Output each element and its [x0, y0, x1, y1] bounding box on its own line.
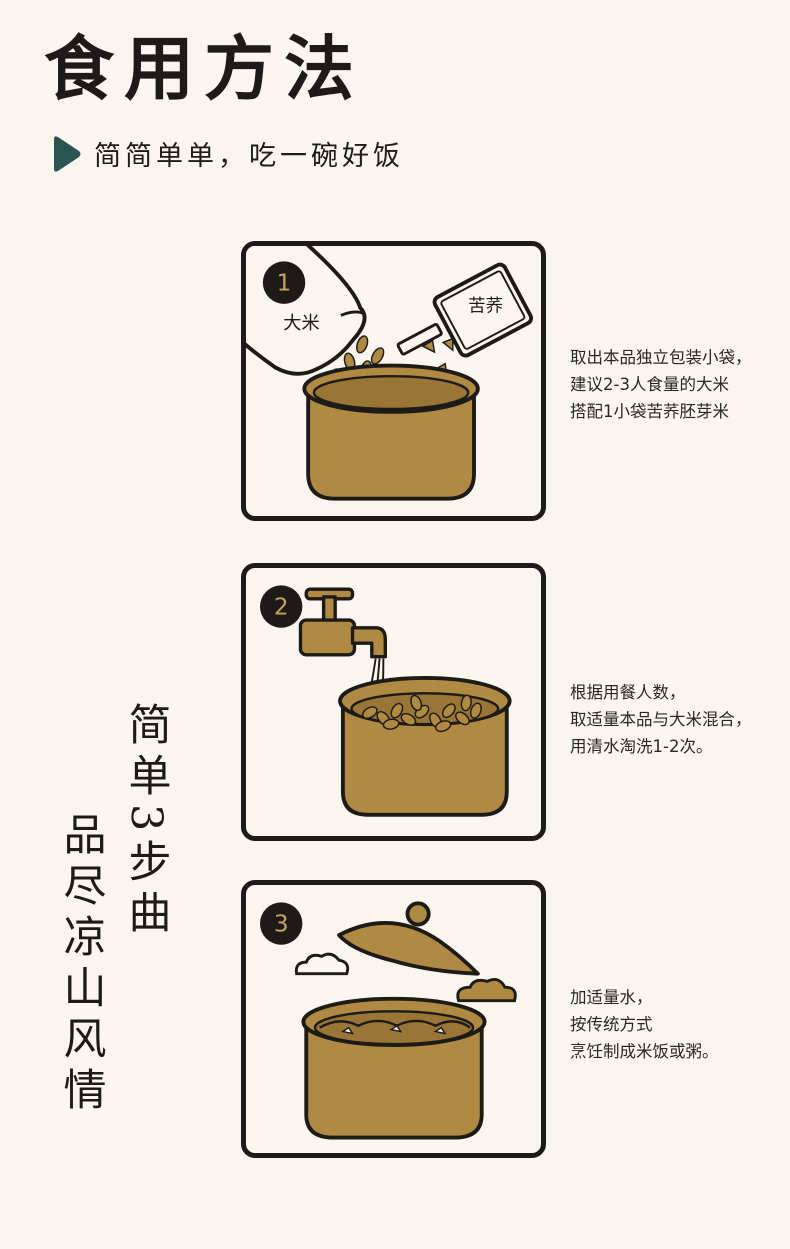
faucet-icon [298, 587, 387, 659]
step-number-3: 3 [274, 911, 289, 937]
steam-cloud-icon [294, 952, 350, 976]
step-1-description: 取出本品独立包装小袋， 建议2-3人食量的大米 搭配1小袋苦荞胚芽米 [570, 344, 785, 425]
step-1-line-3: 搭配1小袋苦荞胚芽米 [570, 402, 729, 421]
step-2-line-3: 用清水淘洗1-2次。 [570, 737, 713, 756]
pot-icon [302, 363, 480, 501]
buckwheat-box-icon [396, 262, 533, 358]
bag-label: 大米 [283, 313, 320, 334]
pot-icon [338, 675, 512, 817]
step-number-1: 1 [277, 270, 292, 296]
step-3-line-1: 加适量水， [570, 988, 653, 1007]
step-2-card: 2 [241, 563, 546, 841]
step-2-line-2: 取适量本品与大米混合， [570, 710, 752, 729]
step-2-line-1: 根据用餐人数， [570, 683, 686, 702]
steam-cloud-icon [456, 978, 517, 1003]
pot-lid-icon [337, 901, 480, 976]
step-3-card: 3 [241, 880, 546, 1158]
grains-in-pot [362, 694, 482, 733]
step-1-line-2: 建议2-3人食量的大米 [570, 375, 729, 394]
step-1-card: 大米 1 苦荞 [241, 241, 546, 521]
subtitle-row: 简简单单，吃一碗好饭 [52, 134, 404, 173]
vertical-slogan-1: 简单3步曲 [121, 702, 171, 942]
step-3-illustration: 3 [259, 901, 517, 1140]
step-number-2: 2 [274, 594, 289, 620]
step-3-line-3: 烹饪制成米饭或粥。 [570, 1042, 719, 1061]
step-3-line-2: 按传统方式 [570, 1015, 653, 1034]
vertical-slogan-2: 品尽凉山风情 [56, 812, 106, 1118]
subtitle: 简简单单，吃一碗好饭 [94, 141, 404, 172]
step-3-description: 加适量水， 按传统方式 烹饪制成米饭或粥。 [570, 984, 785, 1065]
play-triangle-icon [54, 135, 81, 172]
page-title: 食用方法 [44, 27, 364, 110]
step-2-description: 根据用餐人数， 取适量本品与大米混合， 用清水淘洗1-2次。 [570, 679, 785, 760]
step-1-illustration: 大米 1 苦荞 [246, 246, 533, 501]
box-label: 苦荞 [468, 297, 503, 317]
pot-icon [301, 996, 487, 1140]
step-1-line-1: 取出本品独立包装小袋， [570, 348, 752, 367]
step-2-illustration: 2 [259, 585, 512, 817]
